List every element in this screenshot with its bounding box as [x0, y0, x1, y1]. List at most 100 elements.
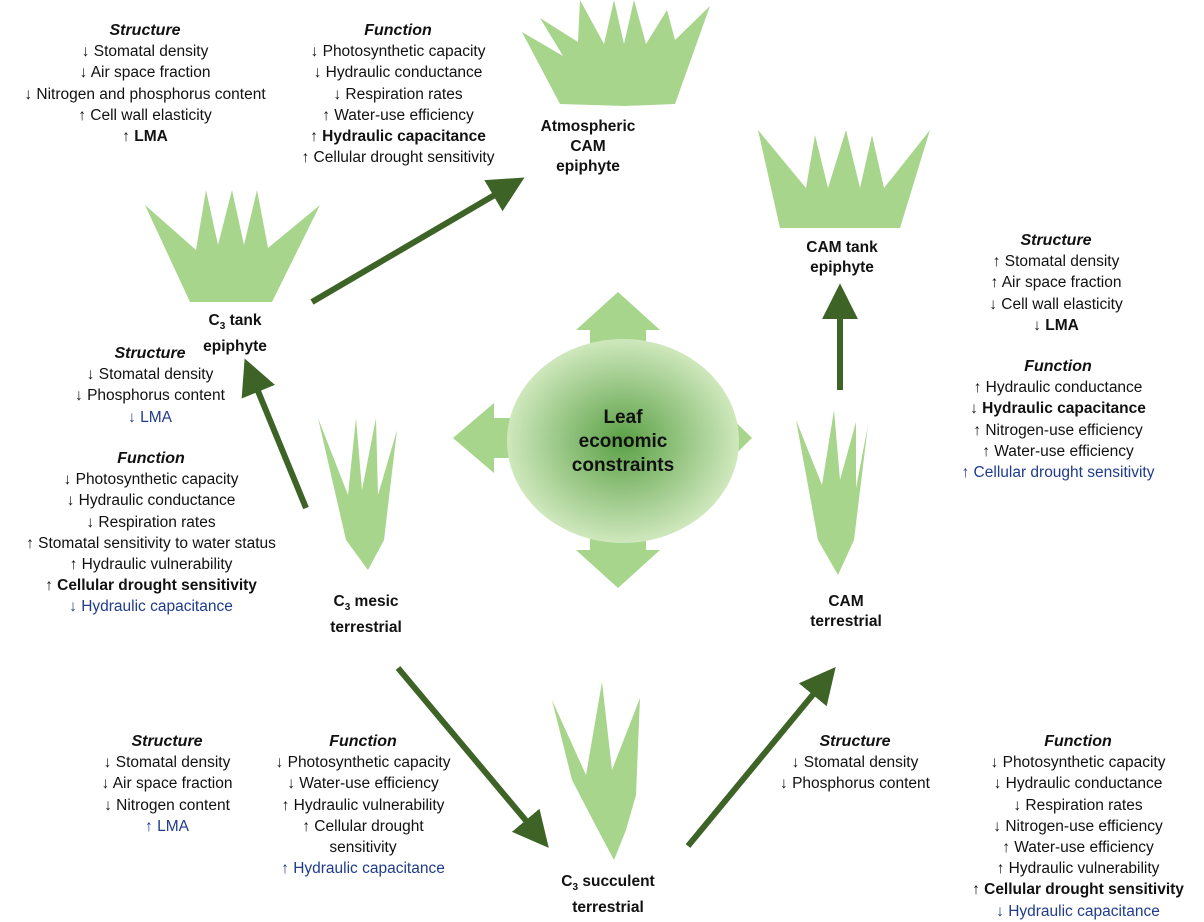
- trait-line: ↓ Nitrogen-use efficiency: [993, 817, 1163, 835]
- transition-arrows: [241, 177, 858, 848]
- block-heading: Structure: [109, 22, 181, 39]
- trait-line: ↑ Stomatal sensitivity to water status: [26, 534, 276, 552]
- trait-line: ↓ Air space fraction: [101, 775, 233, 793]
- center-label-line-1: Leaf: [603, 407, 643, 428]
- node-label-line: epiphyte: [556, 158, 620, 175]
- trait-line: ↓ Phosphorus content: [75, 387, 225, 405]
- trait-line: ↑ Cellular drought sensitivity: [45, 577, 257, 595]
- trait-line: ↓ Nitrogen content: [104, 796, 230, 814]
- center-label-line-2: economic: [578, 431, 668, 452]
- trait-line: ↓ Water-use efficiency: [287, 775, 439, 793]
- cam-tank-function-block: Function ↑ Hydraulic conductance ↓ Hydraul…: [940, 356, 1176, 483]
- node-label-line: epiphyte: [810, 259, 874, 276]
- node-label-line: epiphyte: [203, 338, 267, 356]
- node-label-line: Atmospheric: [540, 118, 636, 135]
- node-label-line: terrestrial: [330, 619, 402, 637]
- trait-line: ↓ Air space fraction: [79, 64, 211, 82]
- block-heading: Function: [117, 450, 185, 467]
- node-label-cam-terrestrial: CAM terrestrial: [790, 592, 902, 632]
- trait-line: ↓ LMA: [1033, 316, 1079, 334]
- trait-line: ↑ Hydraulic vulnerability: [996, 860, 1160, 878]
- trait-line: ↓ Hydraulic capacitance: [996, 902, 1160, 920]
- trait-line: ↓ Hydraulic capacitance: [69, 598, 233, 616]
- trait-line: ↓ Hydraulic capacitance: [970, 400, 1146, 418]
- trait-line: ↑ Hydraulic vulnerability: [69, 556, 233, 574]
- trait-line: ↓ Hydraulic conductance: [66, 492, 236, 510]
- trait-line: ↑ Air space fraction: [990, 274, 1122, 292]
- block-heading: Function: [364, 22, 432, 39]
- trait-line: ↑ Water-use efficiency: [322, 106, 474, 124]
- c3-tank-function-block: Function ↓ Photosynthetic capacity ↓ Hydra…: [0, 448, 302, 618]
- trait-line: ↓ LMA: [128, 408, 172, 426]
- center-label-line-3: constraints: [571, 455, 675, 476]
- trait-line: ↑ Hydraulic vulnerability: [281, 796, 445, 814]
- trait-line: ↑ Cellular drought sensitivity: [961, 464, 1155, 482]
- trait-line: ↓ Respiration rates: [86, 513, 216, 531]
- trait-line: ↑ LMA: [145, 817, 189, 835]
- trait-line: ↑ Hydraulic conductance: [973, 379, 1143, 397]
- node-label-c3-tank: C3 tank epiphyte: [180, 311, 290, 357]
- succulent-function-block: Function↓ Photosynthetic capacity↓ Water…: [258, 731, 468, 879]
- trait-line: ↑ Hydraulic capacitance: [281, 860, 445, 878]
- trait-line: ↓ Phosphorus content: [780, 775, 930, 793]
- succulent-structure-block: Structure ↓ Stomatal density ↓ Air space f…: [74, 731, 260, 837]
- node-label-line: CAM tank: [806, 239, 878, 256]
- plant-c3-succulent: [552, 682, 640, 860]
- block-heading: Structure: [131, 733, 203, 750]
- plant-cam-tank: [758, 130, 930, 228]
- trait-line: ↓ Stomatal density: [103, 754, 231, 772]
- node-label-line: CAM: [828, 593, 864, 610]
- node-label-rest: tank: [225, 312, 262, 329]
- trait-line: ↓ Cell wall elasticity: [989, 295, 1123, 313]
- node-label-c3-mesic: C3 mesic terrestrial: [308, 592, 424, 638]
- trait-line: ↓ Hydraulic conductance: [313, 64, 483, 82]
- trait-line: ↓ Photosynthetic capacity: [63, 471, 239, 489]
- c3-subscript: 3: [344, 602, 351, 614]
- trait-line: ↓ Stomatal density: [81, 43, 209, 61]
- trait-line: ↓ Stomatal density: [86, 366, 214, 384]
- trait-line: ↑ LMA: [122, 128, 168, 146]
- plant-c3-tank: [145, 190, 320, 302]
- c3-letter: C: [561, 873, 573, 890]
- cam-tank-structure-block: Structure ↑ Stomatal density ↑ Air space f…: [956, 230, 1156, 336]
- trait-line: sensitivity: [329, 839, 397, 857]
- node-label-line: terrestrial: [572, 899, 644, 917]
- trait-line: ↑ Stomatal density: [992, 253, 1120, 271]
- trait-line: ↑ Nitrogen-use efficiency: [973, 421, 1143, 439]
- arrow-succulent-to-camterr: [685, 667, 836, 848]
- trait-line: ↑ Water-use efficiency: [1002, 839, 1154, 857]
- node-label-cam-tank: CAM tank epiphyte: [786, 238, 898, 278]
- c3-tank-structure-block: Structure ↓ Stomatal density ↓ Phosphorus …: [50, 343, 250, 428]
- atmospheric-structure-block: Structure ↓ Stomatal density ↓ Air space f…: [0, 20, 290, 147]
- block-heading: Structure: [1020, 232, 1092, 249]
- trait-line: ↓ Photosynthetic capacity: [275, 754, 451, 772]
- trait-line: ↓ Photosynthetic capacity: [990, 754, 1166, 772]
- c3-letter: C: [333, 593, 345, 610]
- block-heading: Structure: [114, 345, 186, 362]
- node-label-line: CAM: [570, 138, 606, 155]
- center-circle: [507, 339, 739, 543]
- trait-line: ↓ Nitrogen and phosphorus content: [24, 85, 266, 103]
- node-label-line: C3 succulent: [540, 872, 676, 898]
- trait-line: ↑ Cellular drought sensitivity: [972, 881, 1184, 899]
- trait-line: ↓ Stomatal density: [791, 754, 919, 772]
- block-heading: Function: [1024, 358, 1092, 375]
- trait-line: ↑ Water-use efficiency: [982, 442, 1134, 460]
- block-heading: Function: [1044, 733, 1112, 750]
- node-label-line: C3 tank: [180, 311, 290, 337]
- cam-terrestrial-function-block: Function ↓ Photosynthetic capacity ↓ Hydra…: [952, 731, 1204, 922]
- trait-line: ↑ Cell wall elasticity: [78, 106, 212, 124]
- trait-line: ↓ Hydraulic conductance: [993, 775, 1163, 793]
- node-label-rest: mesic: [350, 593, 399, 610]
- block-heading: Structure: [819, 733, 891, 750]
- trait-line: ↓ Respiration rates: [333, 85, 463, 103]
- plant-atmospheric-cam: [522, 0, 710, 106]
- c3-subscript: 3: [219, 321, 226, 333]
- node-label-atmospheric-cam: Atmospheric CAM epiphyte: [522, 117, 654, 177]
- node-label-rest: succulent: [578, 873, 655, 890]
- node-label-c3-succulent: C3 succulent terrestrial: [540, 872, 676, 918]
- trait-line: ↑ Hydraulic capacitance: [310, 128, 486, 146]
- atmospheric-function-block: Function↓ Photosynthetic capacity↓ Hydra…: [268, 20, 528, 168]
- center-label: Leaf economic constraints: [560, 406, 686, 478]
